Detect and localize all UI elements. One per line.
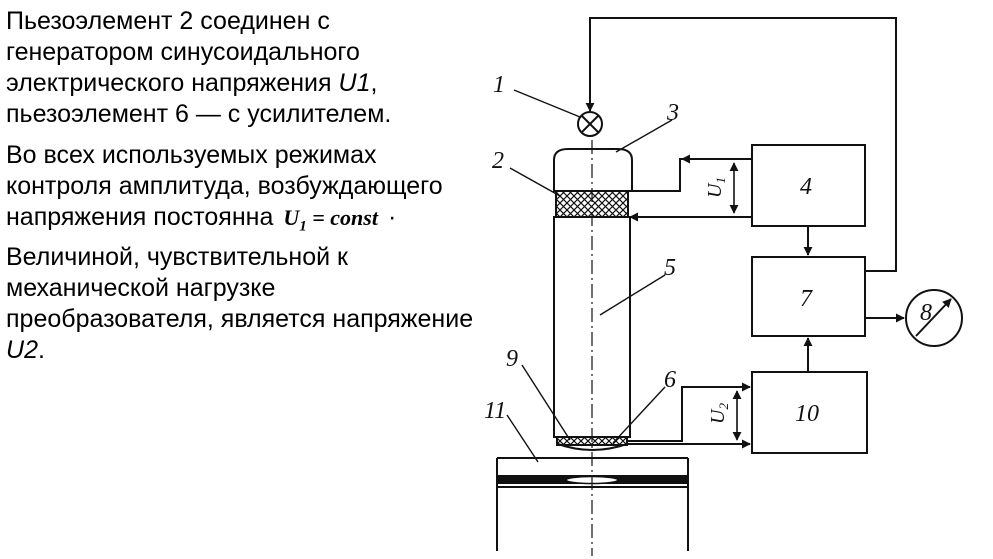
label-7: 7 — [800, 286, 813, 312]
p2-voltage-subscript: 2 — [24, 336, 38, 365]
p1-text-b: , пьезоэлемент 6 — с усилителем. — [6, 69, 392, 128]
u2-symbol: U — [707, 408, 729, 424]
p2-text-a: Во всех используемых режимах контроля ам… — [6, 141, 443, 231]
label-9: 9 — [506, 346, 518, 372]
formula-u1-const: U1 = const — [283, 202, 378, 242]
svg-text:U1: U1 — [704, 177, 728, 198]
leader-3 — [615, 119, 673, 153]
label-10: 10 — [795, 401, 819, 427]
meter-dial — [905, 289, 963, 347]
label-6: 6 — [664, 367, 676, 393]
leader-6 — [612, 386, 666, 444]
svg-text:U2: U2 — [707, 403, 731, 424]
wire-u2-top — [627, 382, 751, 442]
transducer-schematic: 1 2 3 4 5 6 7 8 9 10 11 U1 U2 — [484, 17, 963, 556]
p2-voltage-u2: U2 — [6, 336, 38, 364]
label-1: 1 — [493, 72, 505, 98]
u1-subscript: 1 — [713, 177, 728, 184]
formula-dot: · — [387, 203, 397, 231]
paragraph-connection: Пьезоэлемент 2 соединен с генератором си… — [6, 6, 476, 130]
leader-5 — [599, 274, 666, 316]
leader-11 — [506, 414, 539, 463]
control-block — [751, 256, 866, 337]
p2-text-b: Величиной, чувствительной к механической… — [6, 243, 474, 334]
label-u1: U1 — [704, 177, 728, 198]
paragraph-modes: Во всех используемых режимах контроля ам… — [6, 140, 476, 366]
formula-symbol: U — [283, 205, 300, 230]
label-3: 3 — [666, 100, 679, 126]
u2-subscript: 2 — [716, 403, 731, 410]
p1-text-a: Пьезоэлемент 2 соединен с генератором си… — [6, 7, 360, 97]
p1-voltage-subscript: 1 — [356, 69, 371, 97]
p2-voltage-symbol: U — [6, 336, 25, 365]
description-text: Пьезоэлемент 2 соединен с генератором си… — [6, 6, 476, 366]
leader-2 — [509, 167, 561, 197]
u1-symbol: U — [704, 182, 726, 198]
label-5: 5 — [664, 255, 676, 281]
p2-period: . — [37, 336, 45, 365]
label-11: 11 — [484, 398, 506, 424]
label-u2: U2 — [707, 403, 731, 424]
leader-1 — [513, 89, 581, 118]
label-2: 2 — [492, 148, 504, 174]
indicator-lamp — [577, 111, 603, 137]
label-8: 8 — [920, 300, 932, 326]
formula-rest: = const — [306, 205, 378, 230]
amplifier-block — [751, 371, 868, 454]
leader-9 — [521, 364, 571, 441]
cap-element — [553, 148, 633, 192]
label-4: 4 — [800, 174, 812, 200]
wire-feedback-loop — [585, 17, 897, 272]
p1-voltage-u1: U1 — [339, 69, 371, 97]
formula-subscript: 1 — [299, 218, 307, 235]
p1-voltage-symbol: U — [338, 69, 357, 97]
